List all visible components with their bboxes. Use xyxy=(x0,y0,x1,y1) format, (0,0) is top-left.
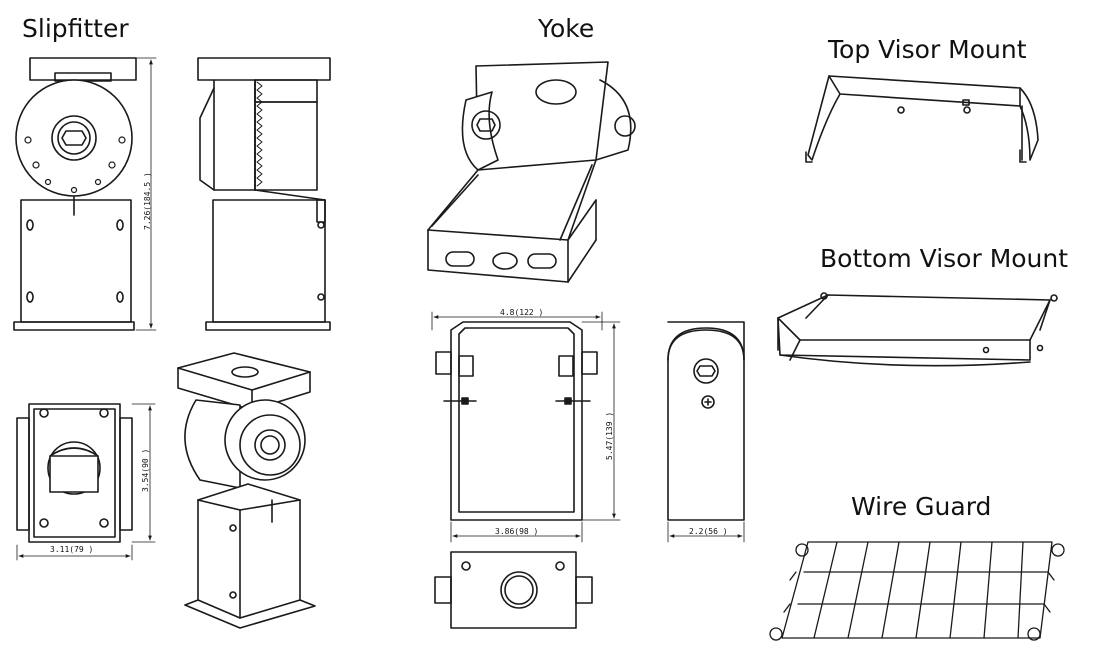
slipfitter-title: Slipfitter xyxy=(22,14,129,43)
yoke-isometric-view xyxy=(427,61,636,283)
slipfitter-front-view xyxy=(13,57,137,331)
yoke-bottom-width-label: 3.86(98 ) xyxy=(495,527,538,536)
yoke-side-dimension xyxy=(667,521,745,543)
top-visor-mount-drawing xyxy=(805,75,1039,163)
yoke-front-view xyxy=(435,321,598,521)
yoke-title: Yoke xyxy=(538,14,595,43)
slipfitter-side-view xyxy=(197,57,331,331)
yoke-side-width-label: 2.2(56 ) xyxy=(689,527,728,536)
yoke-dimensions xyxy=(431,311,621,543)
yoke-top-width-label: 4.8(122 ) xyxy=(500,308,543,317)
wire-guard-drawing xyxy=(769,541,1065,641)
yoke-side-view xyxy=(667,321,745,521)
slipfitter-height-label: 7.26(184.5 ) xyxy=(143,172,152,230)
slipfitter-height-dimension xyxy=(135,57,157,331)
bottom-visor-mount-drawing xyxy=(777,292,1058,367)
slipfitter-width-label: 3.11(79 ) xyxy=(50,545,93,554)
slipfitter-depth-label: 3.54(90 ) xyxy=(141,449,150,492)
yoke-height-label: 5.47(139 ) xyxy=(605,412,614,460)
bottom-visor-mount-title: Bottom Visor Mount xyxy=(820,244,1069,273)
yoke-bottom-view xyxy=(434,551,593,629)
slipfitter-top-view xyxy=(16,403,133,543)
top-visor-mount-title: Top Visor Mount xyxy=(828,35,1027,64)
wire-guard-title: Wire Guard xyxy=(851,492,992,521)
slipfitter-isometric-view xyxy=(177,352,316,629)
slipfitter-width-dimension xyxy=(16,403,156,561)
